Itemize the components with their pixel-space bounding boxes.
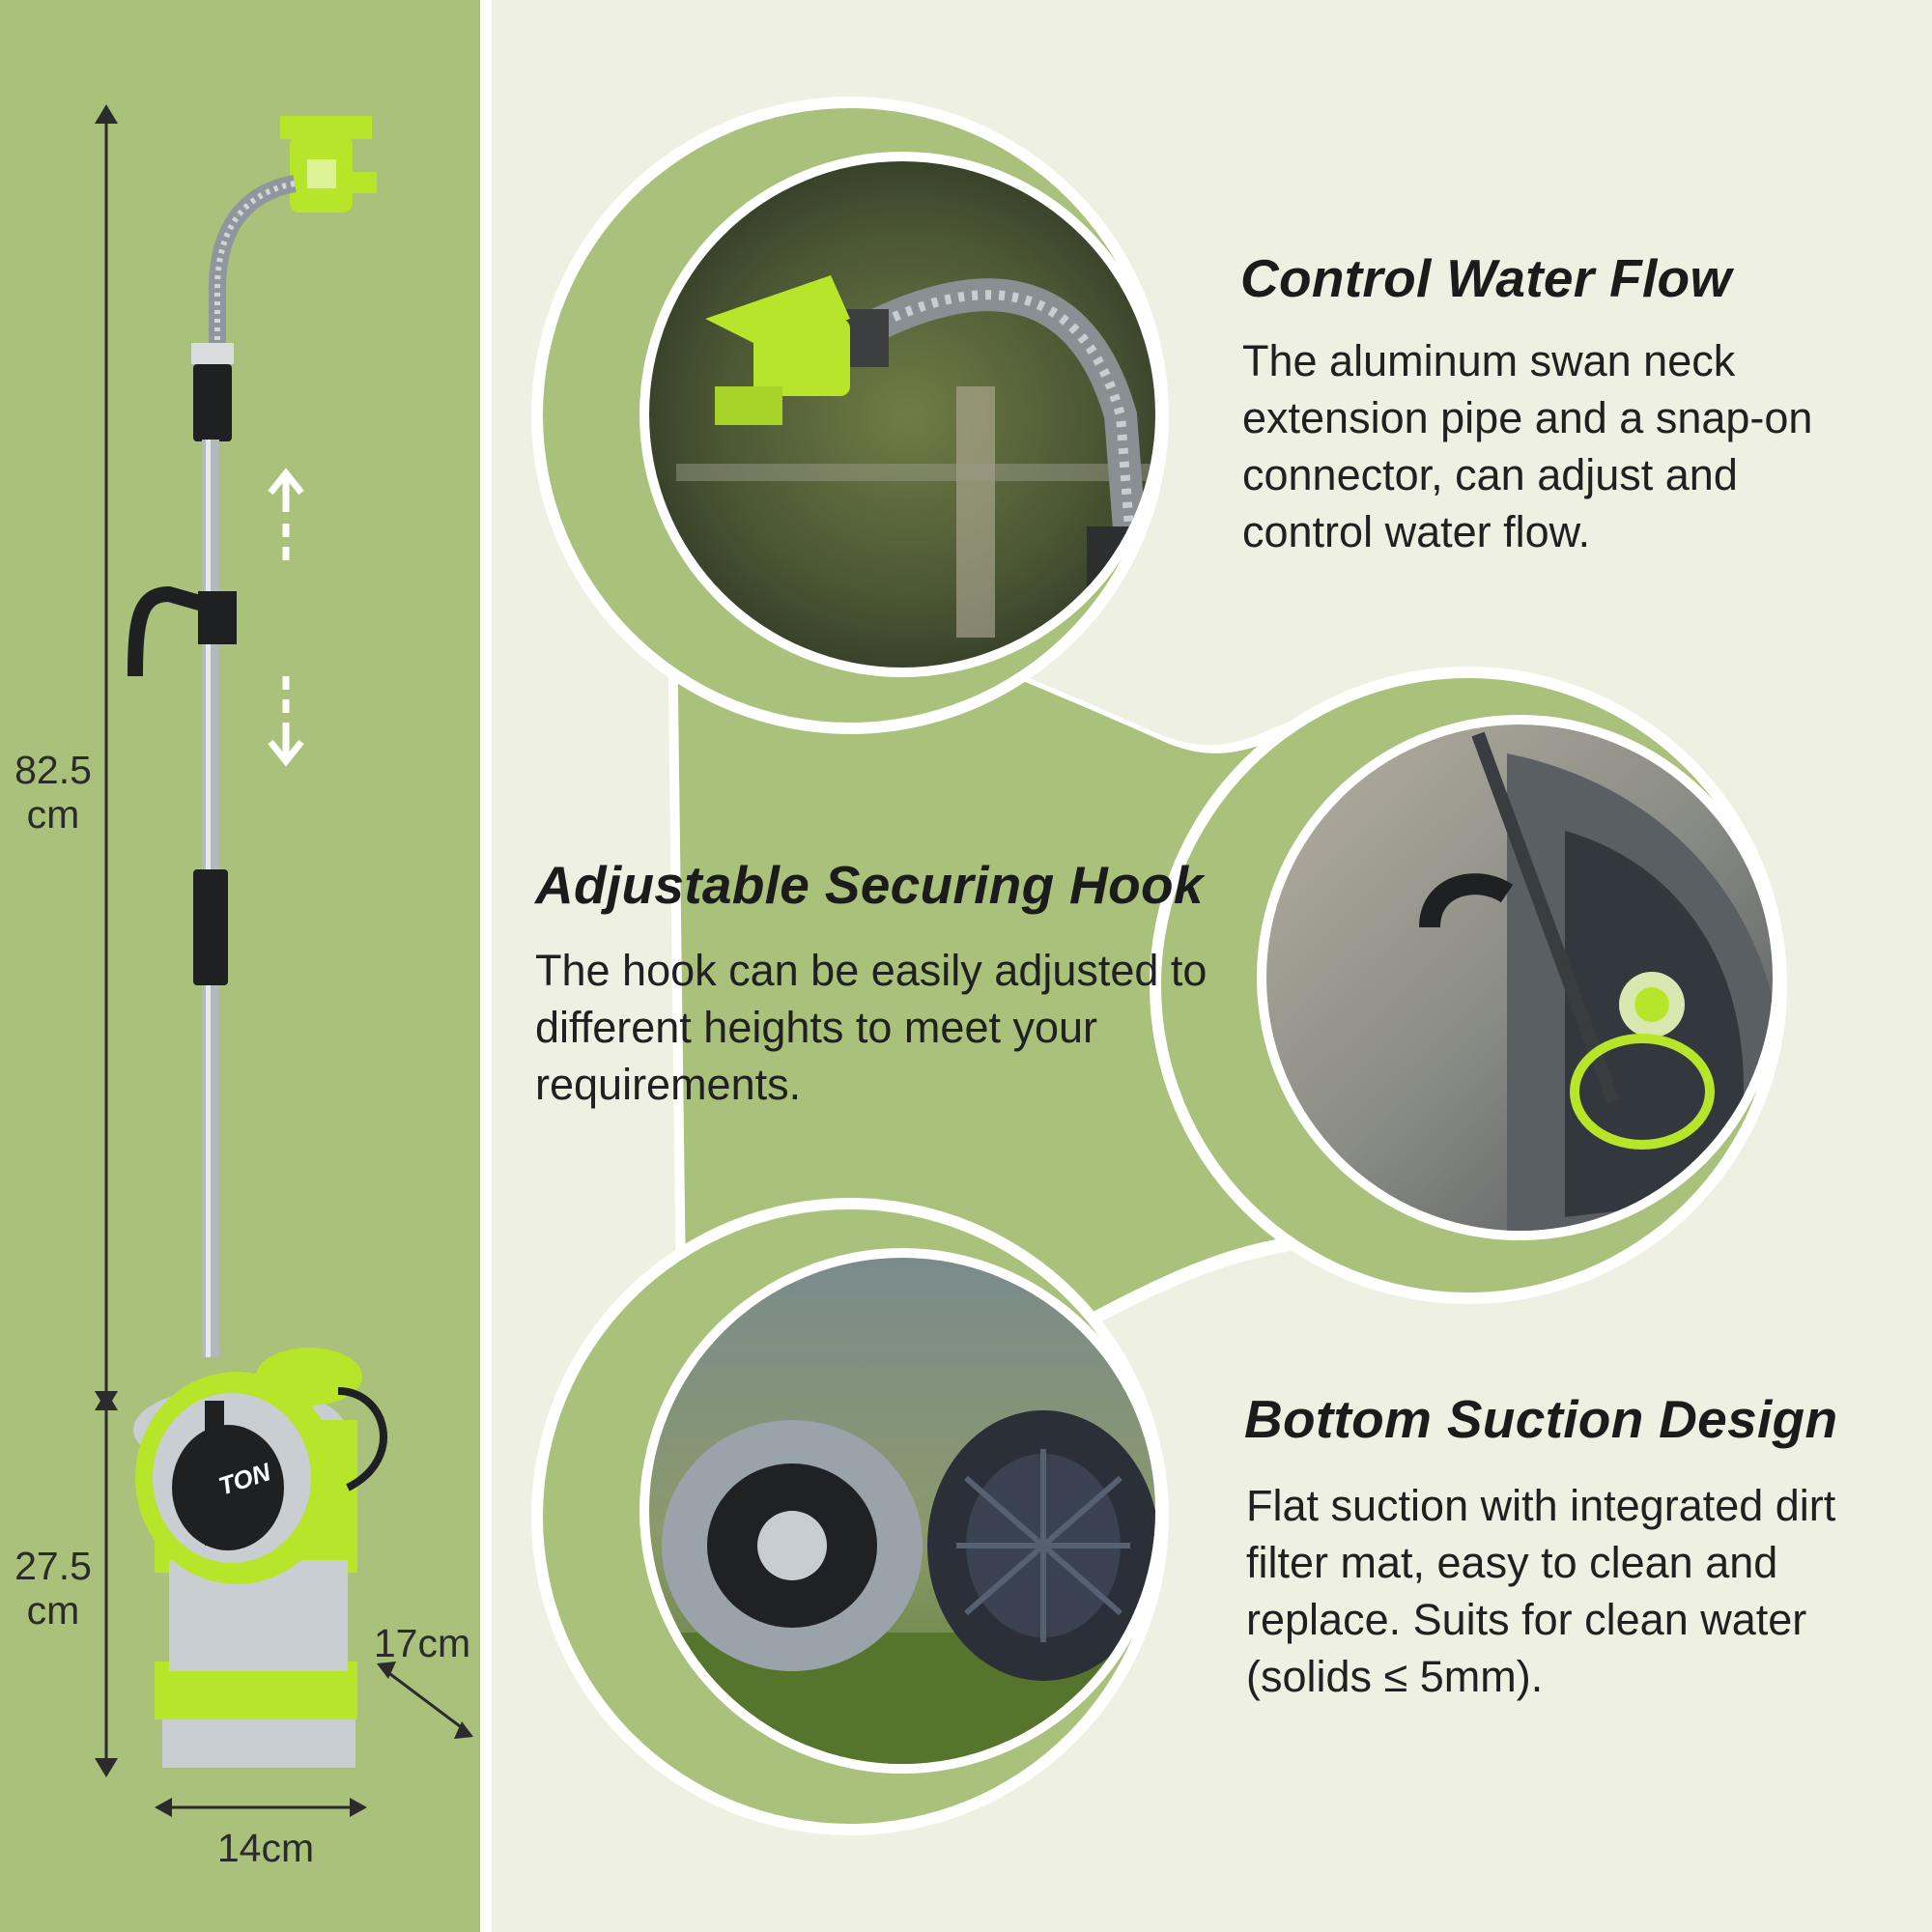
feature-description-1: The aluminum swan neck extension pipe an… [1242, 336, 1813, 556]
feature-title-1: Control Water Flow [1240, 248, 1732, 308]
feature-circle-1 [531, 97, 1169, 734]
feature-title-2: Adjustable Securing Hook [535, 855, 1204, 915]
feature-circle-3 [531, 1198, 1169, 1835]
width-label: 14cm [216, 1826, 315, 1870]
adjust-arrows-icon [268, 468, 304, 767]
total-height-label: 82.5 cm [14, 748, 92, 837]
depth-label: 17cm [373, 1621, 471, 1665]
pump-height-label: 27.5 cm [14, 1544, 92, 1633]
product-illustration [128, 116, 387, 1768]
dimension-lines [95, 104, 473, 1817]
feature-description-2: The hook can be easily adjusted to diffe… [535, 946, 1208, 1109]
feature-title-3: Bottom Suction Design [1244, 1389, 1838, 1449]
feature-description-3: Flat suction with integrated dirt filter… [1246, 1481, 1836, 1701]
feature-circle-2 [1150, 667, 1787, 1304]
panel-divider [480, 0, 492, 1932]
